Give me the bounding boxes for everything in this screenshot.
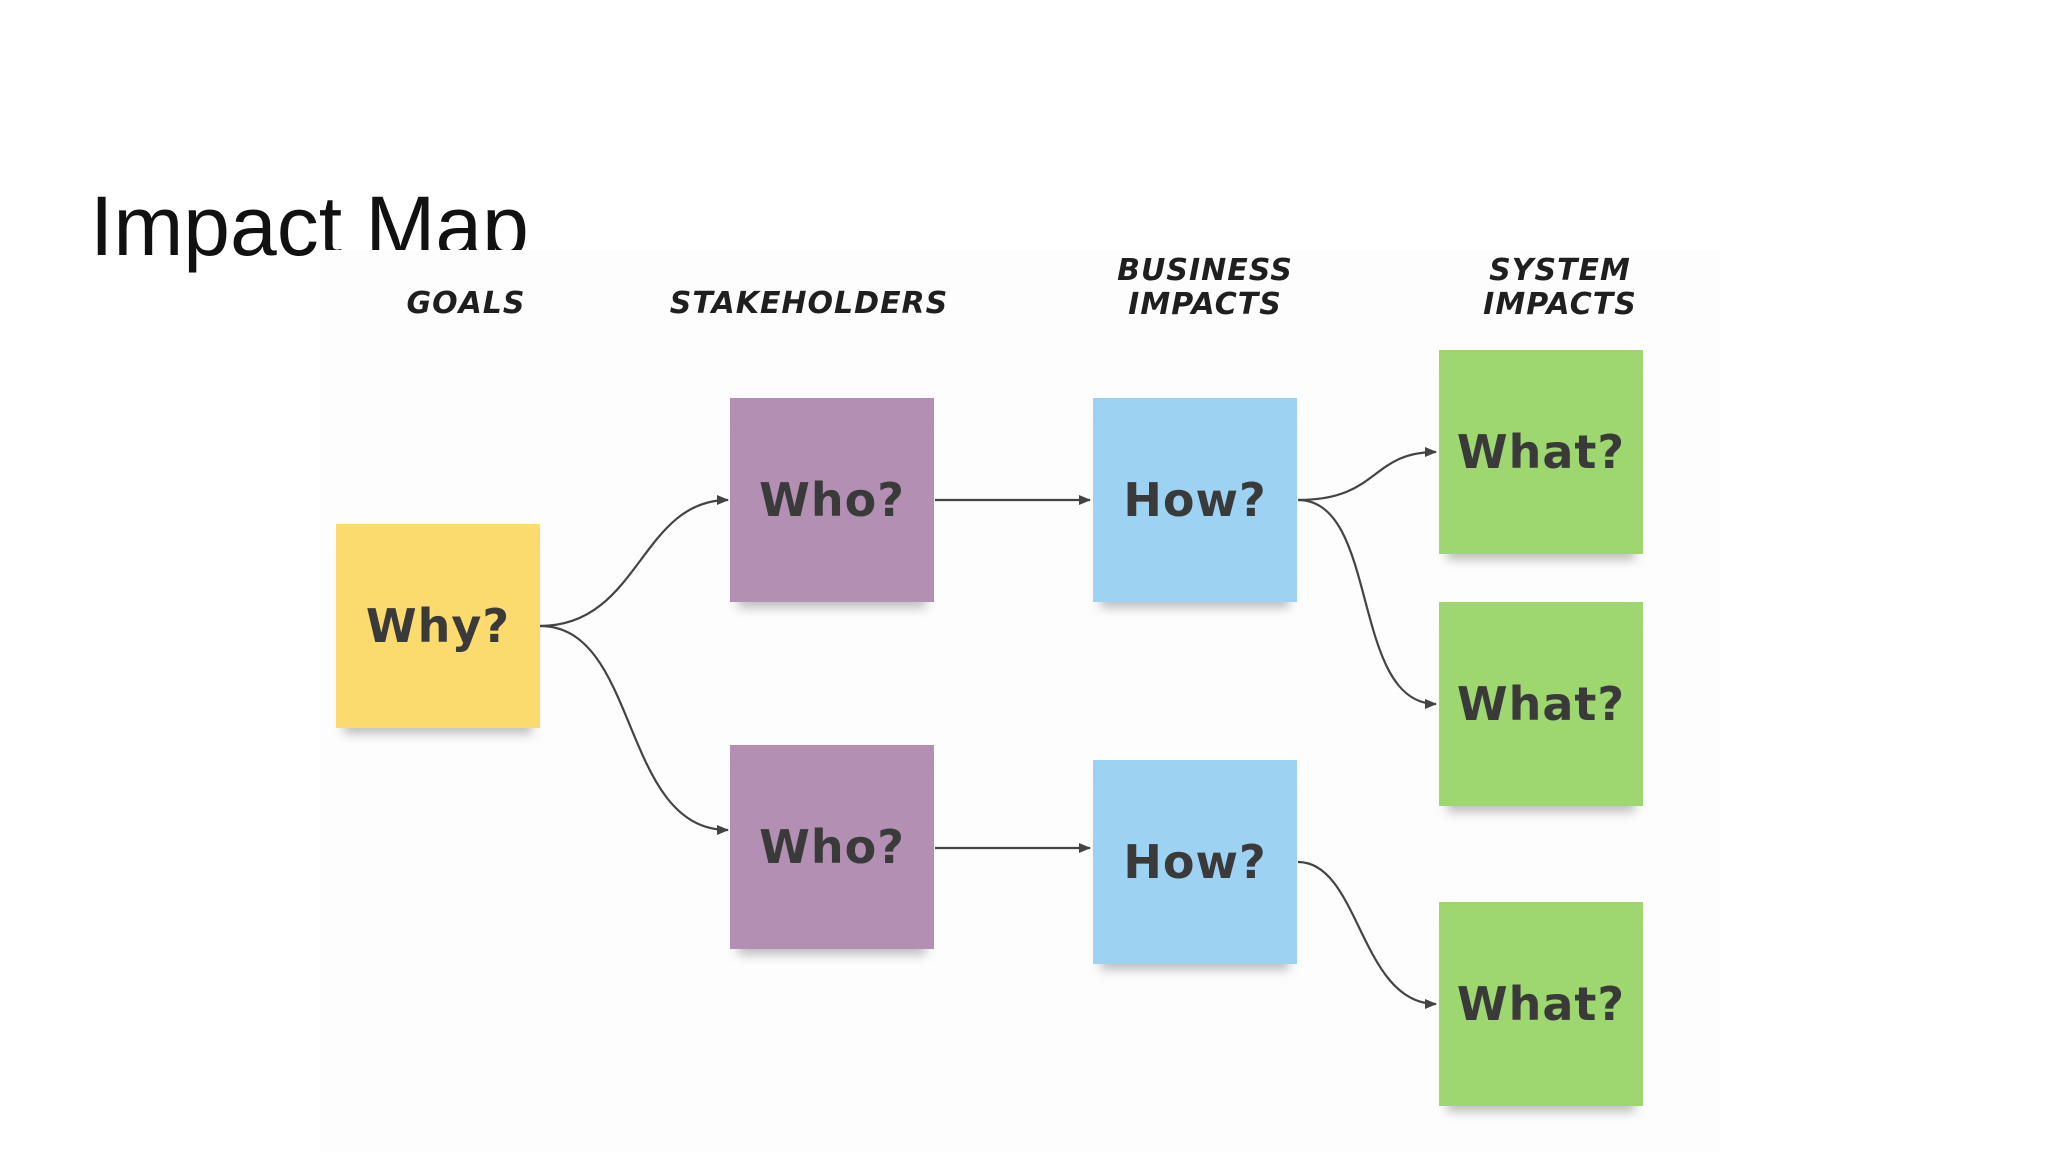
business-impact-note-1-label: How? [1123,473,1267,527]
business-impact-note-2-label: How? [1123,835,1267,889]
connector-business-impact-2-to-system-impact-3 [1297,860,1437,1009]
system-impact-note-2: What? [1439,602,1643,806]
column-header-system-impacts: SYSTEM IMPACTS [1435,254,1685,322]
system-impact-note-2-label: What? [1456,677,1626,731]
column-header-business-impacts-line2: IMPACTS [1128,287,1282,322]
connector-goal-to-stakeholder-2 [539,624,729,835]
connector-business-impact-1-to-system-impact-1 [1297,447,1437,502]
stakeholder-note-1-label: Who? [759,473,905,527]
business-impact-note-1: How? [1093,398,1297,602]
column-header-system-impacts-line1: SYSTEM [1489,253,1631,288]
system-impact-note-3-label: What? [1456,977,1626,1031]
connector-goal-to-stakeholder-1 [539,495,729,628]
business-impact-note-2: How? [1093,760,1297,964]
stakeholder-note-2: Who? [730,745,934,949]
column-header-system-impacts-line2: IMPACTS [1483,287,1637,322]
column-header-business-impacts-line1: BUSINESS [1117,253,1293,288]
column-header-business-impacts: BUSINESS IMPACTS [1080,254,1330,322]
goal-note: Why? [336,524,540,728]
system-impact-note-1: What? [1439,350,1643,554]
stakeholder-note-2-label: Who? [759,820,905,874]
goal-note-label: Why? [365,599,511,653]
stakeholder-note-1: Who? [730,398,934,602]
system-impact-note-1-label: What? [1456,425,1626,479]
column-header-goals-label: GOALS [406,286,526,321]
column-header-stakeholders: STAKEHOLDERS [669,287,949,321]
column-header-stakeholders-label: STAKEHOLDERS [669,286,949,321]
system-impact-note-3: What? [1439,902,1643,1106]
column-header-goals: GOALS [366,287,566,321]
connector-business-impact-1-to-system-impact-2 [1297,498,1437,709]
